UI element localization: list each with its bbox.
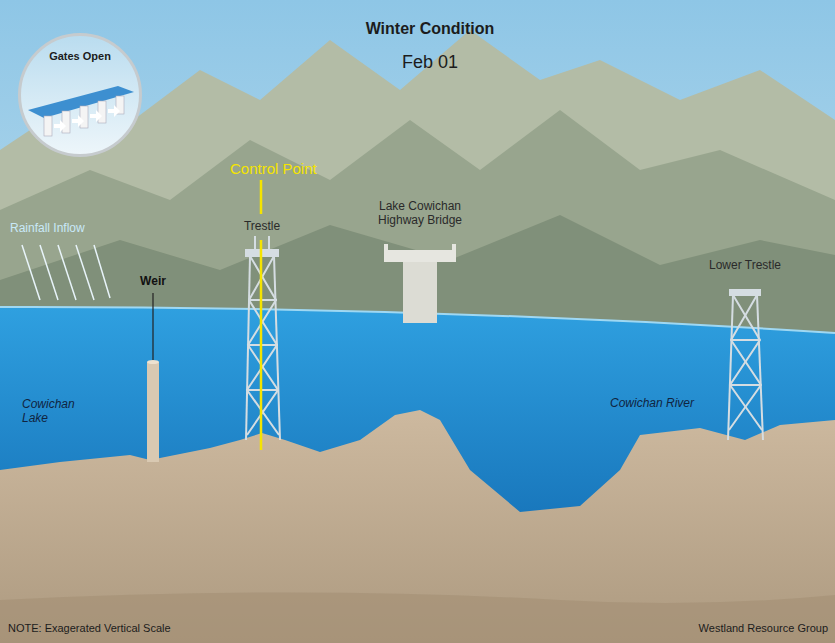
control-point-label: Control Point (230, 160, 380, 177)
river-label: Cowichan River (610, 397, 720, 411)
lake-label: Cowichan Lake (22, 398, 102, 426)
lower-trestle-label: Lower Trestle (705, 259, 785, 273)
date-label: Feb 01 (330, 52, 530, 73)
inset-circle: Gates Open (18, 33, 142, 157)
rainfall-label: Rainfall Inflow (10, 222, 130, 236)
inset-title: Gates Open (21, 50, 139, 63)
credit-label: Westland Resource Group (620, 622, 828, 635)
scale-note: NOTE: Exagerated Vertical Scale (8, 622, 308, 635)
bridge-label: Lake Cowichan Highway Bridge (370, 200, 470, 228)
trestle-label: Trestle (222, 220, 302, 234)
diagram-title: Winter Condition (280, 20, 580, 38)
weir-label: Weir (118, 275, 188, 289)
